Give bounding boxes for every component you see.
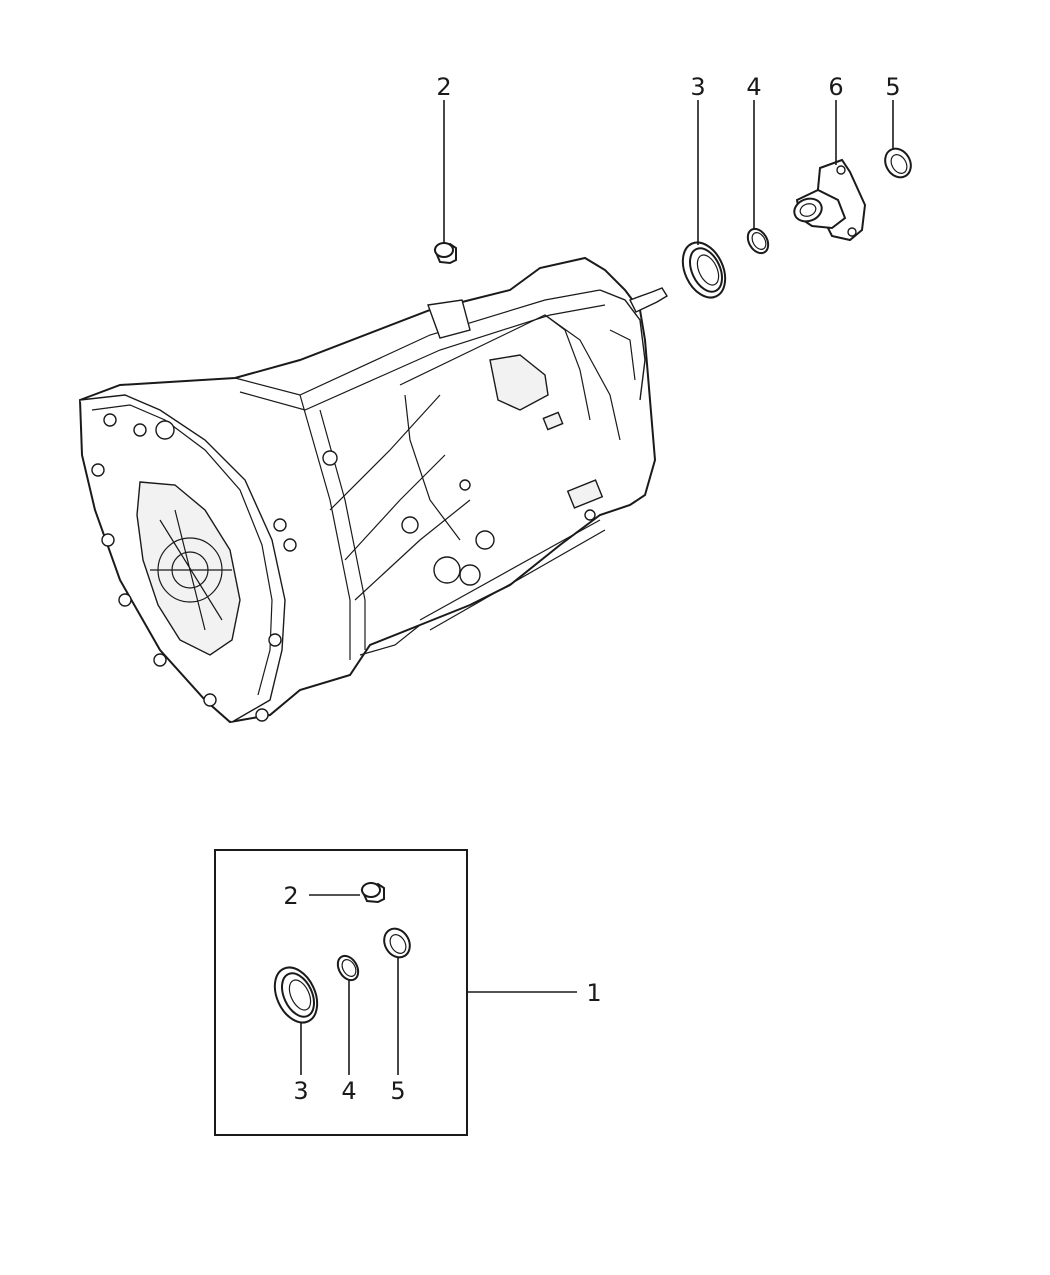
callout-top-3: 3: [690, 73, 705, 101]
kit-o-ring-part: [336, 954, 360, 982]
callout-kit-5: 5: [390, 1077, 405, 1105]
case-boss: [489, 354, 549, 411]
vent-plug-part: [433, 242, 457, 265]
callout-top-4: 4: [746, 73, 761, 101]
callout-kit-2: 2: [283, 882, 298, 910]
output-flange-part: [793, 158, 867, 242]
callout-top-2: 2: [436, 73, 451, 101]
seal-kit-box: 2 3 4 5: [214, 849, 468, 1136]
kit-large-oil-seal-part: [273, 966, 319, 1024]
output-nut-part: [884, 147, 912, 179]
callout-top-5: 5: [885, 73, 900, 101]
o-ring-part: [746, 227, 770, 255]
kit-vent-plug-part: [360, 882, 385, 904]
large-oil-seal-part: [681, 241, 727, 299]
callout-kit-4: 4: [341, 1077, 356, 1105]
callout-kit-1: 1: [586, 979, 601, 1007]
output-shaft: [629, 287, 668, 313]
transmission-assembly: [78, 256, 668, 724]
callout-top-6: 6: [828, 73, 843, 101]
kit-output-nut-part: [383, 927, 411, 959]
callout-kit-3: 3: [293, 1077, 308, 1105]
vent-boss: [427, 299, 471, 339]
